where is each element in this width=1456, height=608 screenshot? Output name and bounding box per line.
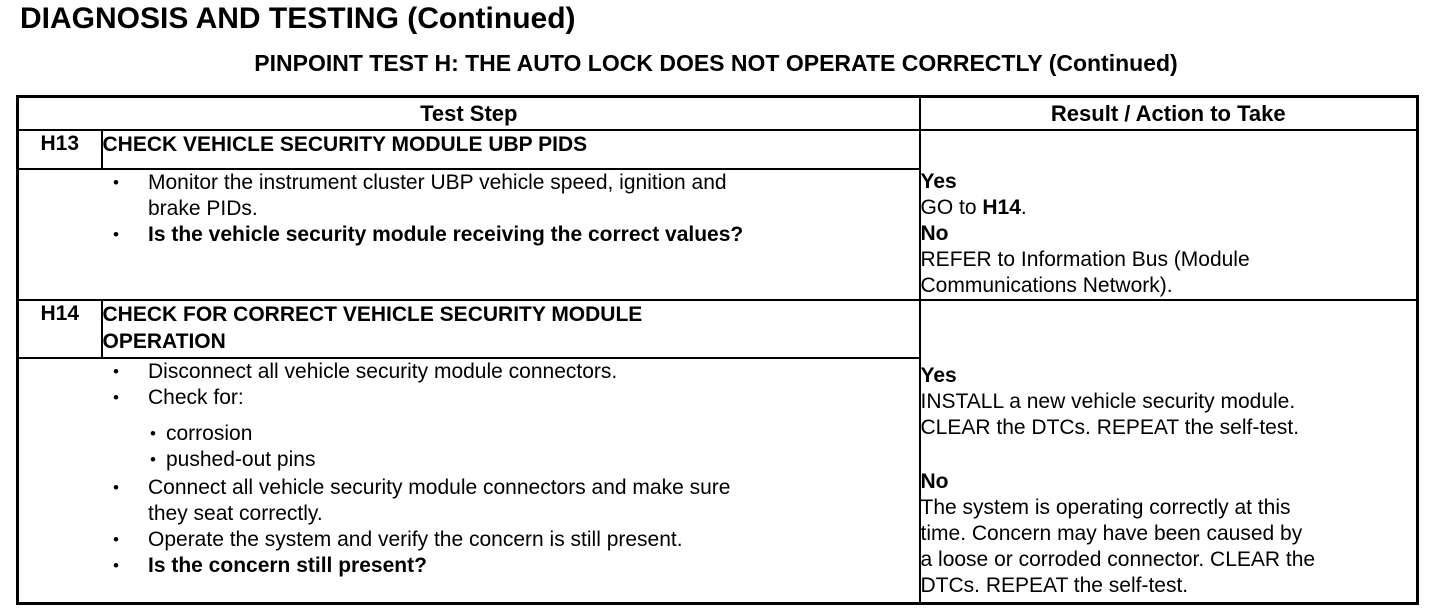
bullet-icon: • bbox=[113, 530, 119, 549]
bullet-icon: • bbox=[113, 224, 119, 244]
result-cell-h13: Yes GO to H14. No REFER to Information B… bbox=[918, 129, 1419, 301]
sub-list-item: • corrosion bbox=[19, 421, 919, 447]
list-item: • Disconnect all vehicle security module… bbox=[19, 359, 919, 385]
bullet-icon: • bbox=[113, 388, 119, 407]
bullet-icon: • bbox=[113, 172, 119, 192]
sub-bullet-text: corrosion bbox=[166, 422, 253, 445]
step-row-h13-content: • Monitor the instrument cluster UBP veh… bbox=[16, 167, 1418, 302]
step-row-h13-title: H13 CHECK VEHICLE SECURITY MODULE UBP PI… bbox=[16, 129, 1419, 301]
sub-list-item: • pushed-out pins bbox=[19, 447, 919, 473]
result-yes-label: Yes bbox=[920, 170, 957, 193]
bullet-question-text: Is the vehicle security module receiving… bbox=[148, 222, 744, 246]
table-header-row: Test Step Result / Action to Take bbox=[16, 95, 1419, 131]
step-title-h13: CHECK VEHICLE SECURITY MODULE UBP PIDS bbox=[100, 129, 921, 170]
bullet-icon: • bbox=[113, 478, 119, 497]
list-item: • Check for: bbox=[19, 385, 919, 411]
list-item: • Operate the system and verify the conc… bbox=[19, 527, 919, 553]
bullet-text: Check for: bbox=[148, 386, 244, 409]
sub-bullet-list: • corrosion • pushed-out pins bbox=[19, 421, 919, 473]
result-yes-action-period: . bbox=[1020, 196, 1027, 219]
column-header-test-step: Test Step bbox=[16, 95, 921, 131]
result-cell-h14: Yes INSTALL a new vehicle security modul… bbox=[918, 299, 1419, 604]
step-id-h14: H14 bbox=[16, 299, 103, 359]
column-header-result-action: Result / Action to Take bbox=[918, 95, 1419, 131]
bullet-text: Operate the system and verify the concer… bbox=[148, 528, 683, 551]
bullet-icon: • bbox=[113, 362, 119, 381]
result-yes-action-text: GO to bbox=[920, 196, 983, 219]
result-yes-action: GO to H14. bbox=[921, 195, 1393, 221]
list-item: • Monitor the instrument cluster UBP veh… bbox=[19, 170, 919, 222]
bullet-text: Monitor the instrument cluster UBP vehic… bbox=[148, 170, 727, 220]
bullet-question-text: Is the concern still present? bbox=[148, 554, 427, 577]
bullet-icon: • bbox=[150, 450, 156, 469]
bullet-text: Connect all vehicle security module conn… bbox=[148, 476, 731, 525]
step-content-h14: • Disconnect all vehicle security module… bbox=[16, 357, 921, 604]
result-step-reference: H14 bbox=[982, 196, 1021, 219]
step-content-h13: • Monitor the instrument cluster UBP veh… bbox=[16, 167, 921, 302]
list-item: • Is the concern still present? bbox=[19, 553, 919, 579]
result-no-label: No bbox=[920, 470, 949, 493]
step-id-h13: H13 bbox=[16, 129, 103, 170]
result-yes-label: Yes bbox=[920, 364, 957, 387]
step-title-h14: CHECK FOR CORRECT VEHICLE SECURITY MODUL… bbox=[100, 299, 921, 359]
pinpoint-test-table: Test Step Result / Action to Take H13 CH… bbox=[16, 95, 1420, 605]
result-no-action: REFER to Information Bus (Module Communi… bbox=[920, 248, 1250, 297]
bullet-text: Disconnect all vehicle security module c… bbox=[148, 360, 618, 383]
page-title: DIAGNOSIS AND TESTING (Continued) bbox=[20, 2, 576, 35]
pinpoint-test-subtitle: PINPOINT TEST H: THE AUTO LOCK DOES NOT … bbox=[254, 50, 1178, 76]
step-row-h14-content: • Disconnect all vehicle security module… bbox=[16, 357, 1418, 604]
sub-bullet-text: pushed-out pins bbox=[166, 448, 316, 471]
result-no-label: No bbox=[920, 222, 949, 245]
result-yes-action: INSTALL a new vehicle security module. C… bbox=[920, 390, 1300, 439]
bullet-icon: • bbox=[150, 424, 156, 443]
list-item: • Is the vehicle security module receivi… bbox=[19, 222, 919, 248]
list-item: • Connect all vehicle security module co… bbox=[19, 475, 919, 527]
bullet-icon: • bbox=[113, 556, 119, 575]
step-row-h14-title: H14 CHECK FOR CORRECT VEHICLE SECURITY M… bbox=[16, 299, 1419, 604]
result-no-action: The system is operating correctly at thi… bbox=[920, 496, 1316, 597]
